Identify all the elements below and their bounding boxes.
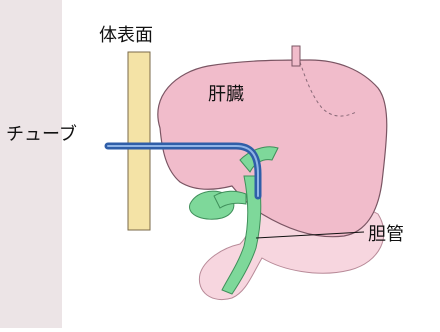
label-body-surface: 体表面	[99, 27, 153, 45]
vessel	[292, 46, 300, 66]
label-tube: チューブ	[6, 126, 77, 144]
label-bile-duct: 胆管	[368, 226, 404, 244]
label-liver: 肝臓	[208, 86, 244, 104]
side-panel	[0, 0, 62, 328]
body-wall	[128, 52, 150, 230]
